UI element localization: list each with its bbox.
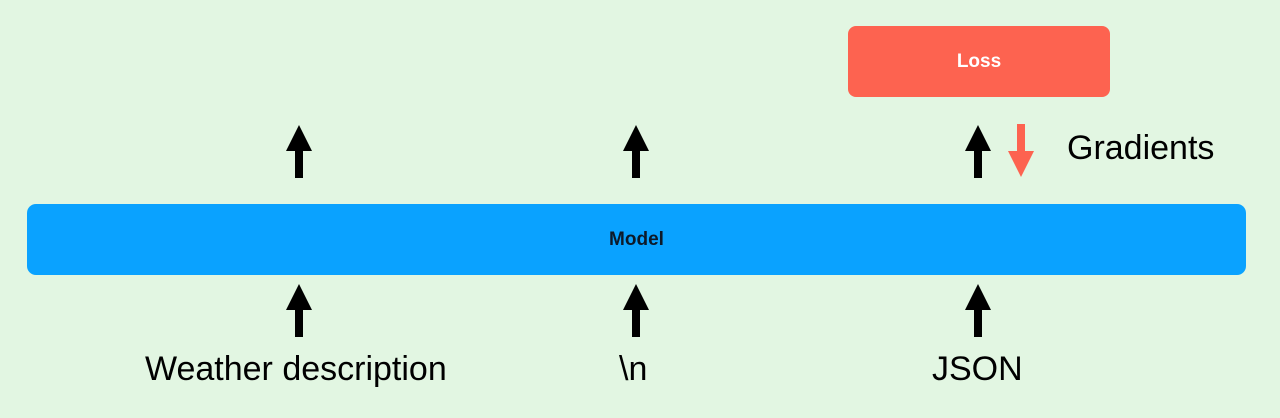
loss-box: Loss (848, 26, 1110, 97)
gradient-arrow (1008, 124, 1034, 177)
input-label-json: JSON (932, 350, 1023, 388)
input-arrow-3 (965, 284, 991, 337)
model-label: Model (609, 228, 664, 250)
input-arrow-2 (623, 284, 649, 337)
output-arrow-3 (965, 125, 991, 178)
output-arrow-1 (286, 125, 312, 178)
model-box: Model (27, 204, 1246, 275)
gradients-label: Gradients (1067, 129, 1215, 167)
input-arrow-1 (286, 284, 312, 337)
input-label-weather-description: Weather description (145, 350, 447, 388)
input-label-newline: \n (619, 350, 648, 388)
output-arrow-2 (623, 125, 649, 178)
loss-label: Loss (956, 50, 1002, 72)
